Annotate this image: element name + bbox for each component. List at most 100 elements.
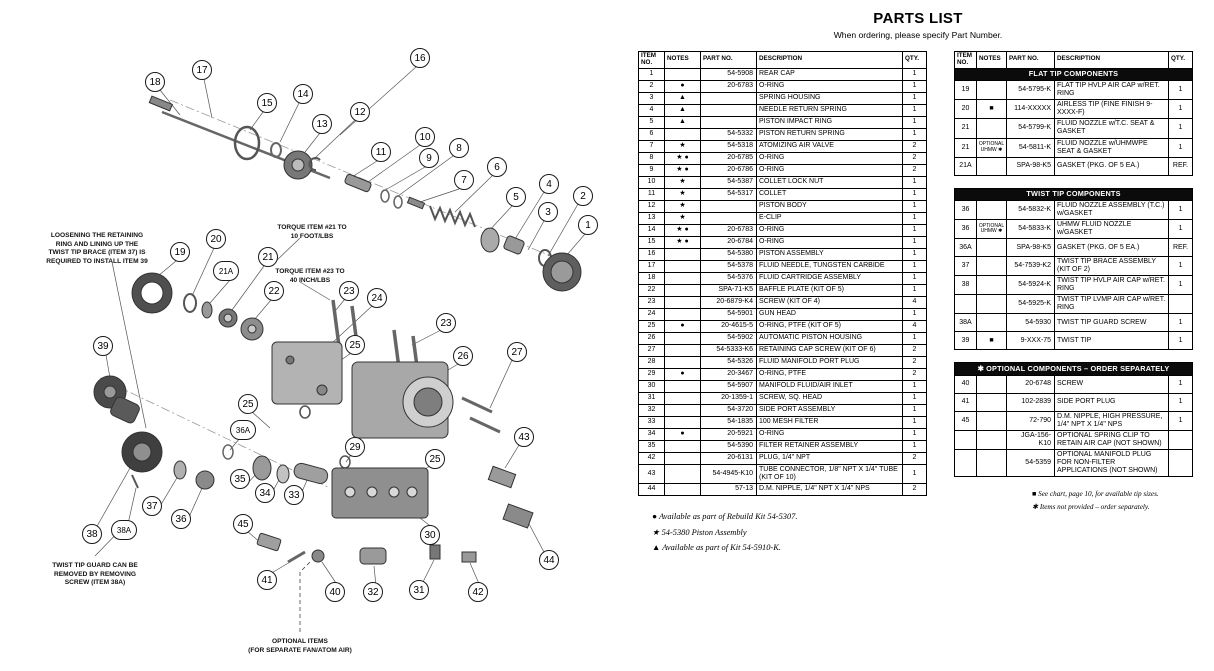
- diagram-annotation: OPTIONAL ITEMS (FOR SEPARATE FAN/ATOM AI…: [248, 638, 352, 654]
- callout-21: 21: [258, 247, 278, 267]
- part-no-cell: 54-5930: [1006, 313, 1055, 333]
- notes-cell: [664, 463, 701, 484]
- item-no-cell: 1: [638, 67, 665, 81]
- description-cell: PISTON RETURN SPRING: [756, 127, 903, 141]
- part-no-cell: 54-4945-K10: [700, 463, 757, 484]
- footnote: ● Available as part of Rebuild Kit 54-53…: [652, 511, 798, 521]
- description-cell: GASKET (PKG. OF 5 EA.): [1054, 238, 1169, 258]
- qty-cell: 1: [902, 187, 927, 201]
- callout-36: 36: [171, 509, 191, 529]
- part-no-cell: 20-6786: [700, 163, 757, 177]
- description-cell: D.M. NIPPLE, 1/4" NPT X 1/4" NPS: [756, 482, 903, 496]
- notes-cell: [664, 391, 701, 405]
- col-description: DESCRIPTION: [756, 51, 903, 69]
- item-no-cell: 6: [638, 127, 665, 141]
- part-no-cell: 20-6783: [700, 79, 757, 93]
- description-cell: AUTOMATIC PISTON HOUSING: [756, 331, 903, 345]
- part-no-cell: 54-5811-K: [1006, 137, 1055, 158]
- description-cell: MANIFOLD FLUID/AIR INLET: [756, 379, 903, 393]
- callout-44: 44: [539, 550, 559, 570]
- notes-cell: ▲: [664, 103, 701, 117]
- qty-cell: 1: [902, 427, 927, 441]
- item-no-cell: 23: [638, 295, 665, 309]
- notes-cell: ★ ●: [664, 235, 701, 249]
- description-cell: GUN HEAD: [756, 307, 903, 321]
- description-cell: FLUID NEEDLE, TUNGSTEN CARBIDE: [756, 259, 903, 273]
- footnote: ★ 54-5380 Piston Assembly: [652, 527, 747, 537]
- description-cell: TWIST TIP LVMP AIR CAP w/RET. RING: [1054, 294, 1169, 315]
- diagram-annotation: TORQUE ITEM #23 TO 40 INCH/LBS: [275, 268, 345, 284]
- part-no-cell: 54-5318: [700, 139, 757, 153]
- item-no-cell: 21: [954, 137, 977, 158]
- qty-cell: 4: [902, 319, 927, 333]
- diagram-annotation: TWIST TIP GUARD CAN BE REMOVED BY REMOVI…: [52, 562, 138, 587]
- description-cell: E-CLIP: [756, 211, 903, 225]
- callout-2: 2: [573, 186, 593, 206]
- qty-cell: 1: [902, 91, 927, 105]
- notes-cell: ●: [664, 427, 701, 441]
- callout-35: 35: [230, 469, 250, 489]
- description-cell: SIDE PORT ASSEMBLY: [756, 403, 903, 417]
- item-no-cell: 44: [638, 482, 665, 496]
- qty-cell: 1: [1167, 219, 1194, 240]
- part-no-cell: 20-6879-K4: [700, 295, 757, 309]
- qty-cell: 1: [902, 331, 927, 345]
- notes-cell: [664, 343, 701, 357]
- qty-cell: 1: [1167, 256, 1194, 277]
- notes-cell: ●: [664, 319, 701, 333]
- part-no-cell: [700, 115, 757, 129]
- part-no-cell: 102-2839: [1006, 392, 1055, 412]
- notes-cell: [976, 238, 1007, 258]
- item-no-cell: 38: [954, 275, 977, 296]
- notes-cell: [664, 259, 701, 273]
- tip-tables-column: ITEM NO. NOTES PART NO. DESCRIPTION QTY.…: [953, 51, 1194, 558]
- item-no-cell: 13: [638, 211, 665, 225]
- item-no-cell: 2: [638, 79, 665, 93]
- description-cell: FLUID NOZZLE ASSEMBLY (T.C.) w/GASKET: [1054, 199, 1169, 221]
- notes-cell: [976, 294, 1007, 315]
- banner-label: ✱ OPTIONAL COMPONENTS – ORDER SEPARATELY: [953, 362, 1194, 376]
- part-no-cell: 54-5795-K: [1006, 80, 1055, 101]
- notes-cell: [664, 127, 701, 141]
- item-no-cell: 28: [638, 355, 665, 369]
- part-no-cell: 54-5326: [700, 355, 757, 369]
- part-no-cell: 72-790: [1006, 410, 1055, 431]
- item-no-cell: 26: [638, 331, 665, 345]
- table-header-row: ITEM NO. NOTES PART NO. DESCRIPTION QTY.: [954, 51, 1193, 69]
- notes-cell: ★ ●: [664, 163, 701, 177]
- col-item-no: ITEM NO.: [954, 51, 977, 69]
- callout-12: 12: [350, 102, 370, 122]
- part-no-cell: 54-5332: [700, 127, 757, 141]
- part-no-cell: 54-5390: [700, 439, 757, 453]
- qty-cell: 1: [902, 463, 927, 484]
- description-cell: O-RING: [756, 223, 903, 237]
- item-no-cell: 27: [638, 343, 665, 357]
- description-cell: SPRING HOUSING: [756, 91, 903, 105]
- notes-cell: [976, 429, 1007, 451]
- callout-42: 42: [468, 582, 488, 602]
- notes-cell: [664, 307, 701, 321]
- part-no-cell: [700, 211, 757, 225]
- callout-26: 26: [453, 346, 473, 366]
- callout-10: 10: [415, 127, 435, 147]
- part-no-cell: 54-5925-K: [1006, 294, 1055, 315]
- item-no-cell: 11: [638, 187, 665, 201]
- qty-cell: 1: [902, 439, 927, 453]
- notes-cell: [976, 156, 1007, 176]
- qty-cell: 1: [1167, 374, 1194, 394]
- part-no-cell: [700, 199, 757, 213]
